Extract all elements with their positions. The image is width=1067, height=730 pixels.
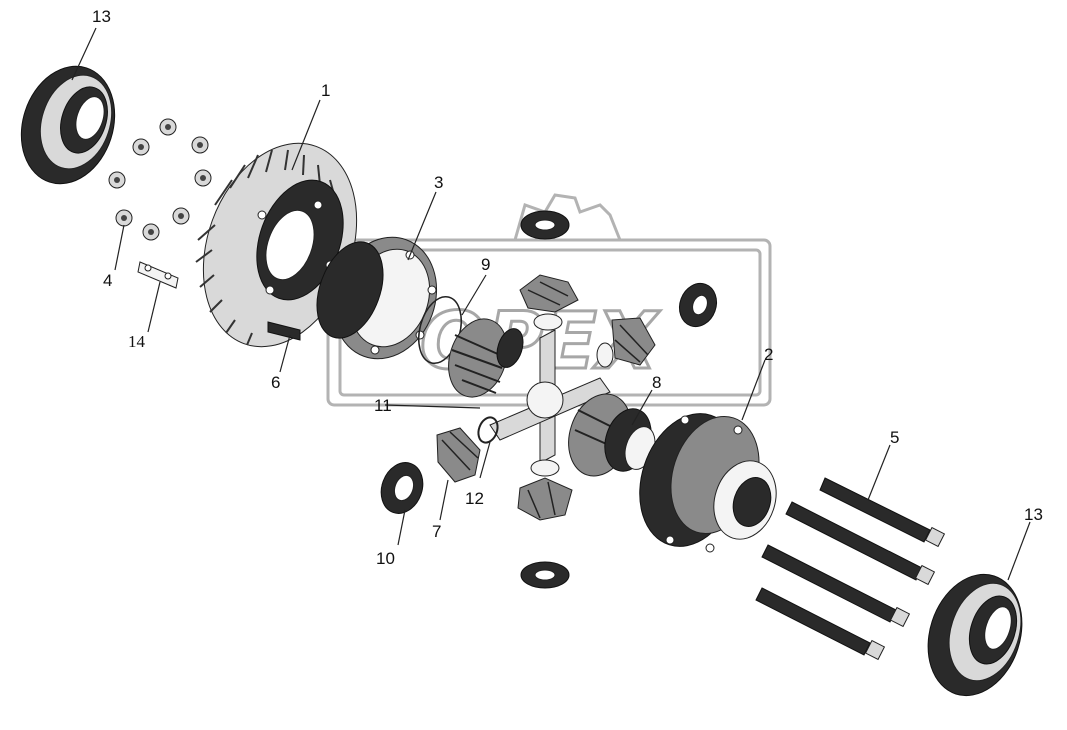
pinion-gear-top: [519, 274, 579, 331]
diff-case-half: [316, 236, 438, 360]
callout-13-top: 13: [92, 7, 111, 26]
side-gear-left: [448, 318, 524, 398]
bearing-left: [20, 65, 116, 185]
callout-6: 6: [271, 373, 280, 392]
bolts-5: [755, 477, 946, 661]
bolt-6: [267, 321, 301, 341]
callout-2: 2: [764, 345, 773, 364]
callout-9: 9: [481, 255, 490, 274]
callout-13-bottom: 13: [1024, 505, 1043, 524]
bearing-right: [927, 573, 1023, 697]
callout-10: 10: [376, 549, 395, 568]
pinion-gear-bottom: [517, 459, 573, 521]
pinion-gear-7: [436, 427, 481, 483]
washer-top-right: [678, 282, 718, 328]
ring-gear: [195, 142, 358, 348]
nuts-group: [108, 118, 212, 241]
lock-plate: [137, 261, 179, 289]
callout-5: 5: [890, 428, 899, 447]
callouts: 13 1 3 9 4 14 6 2 8 11 12 7 10 5 13: [92, 7, 1043, 568]
callout-14: 14: [128, 332, 146, 351]
callout-3: 3: [434, 173, 443, 192]
leader-lines: [71, 27, 1031, 581]
callout-8: 8: [652, 373, 661, 392]
callout-4: 4: [103, 271, 112, 290]
callout-1: 1: [321, 81, 330, 100]
washer-top: [520, 210, 570, 240]
callout-12: 12: [465, 489, 484, 508]
callout-11: 11: [374, 396, 392, 415]
callout-7: 7: [432, 522, 441, 541]
ring-washer-12: [477, 416, 499, 444]
pinion-gear-right: [596, 317, 656, 368]
washer-bottom: [520, 561, 570, 589]
thrust-washer-10: [380, 462, 424, 514]
spider-cross: [489, 329, 611, 464]
diff-case-right: [639, 413, 777, 553]
